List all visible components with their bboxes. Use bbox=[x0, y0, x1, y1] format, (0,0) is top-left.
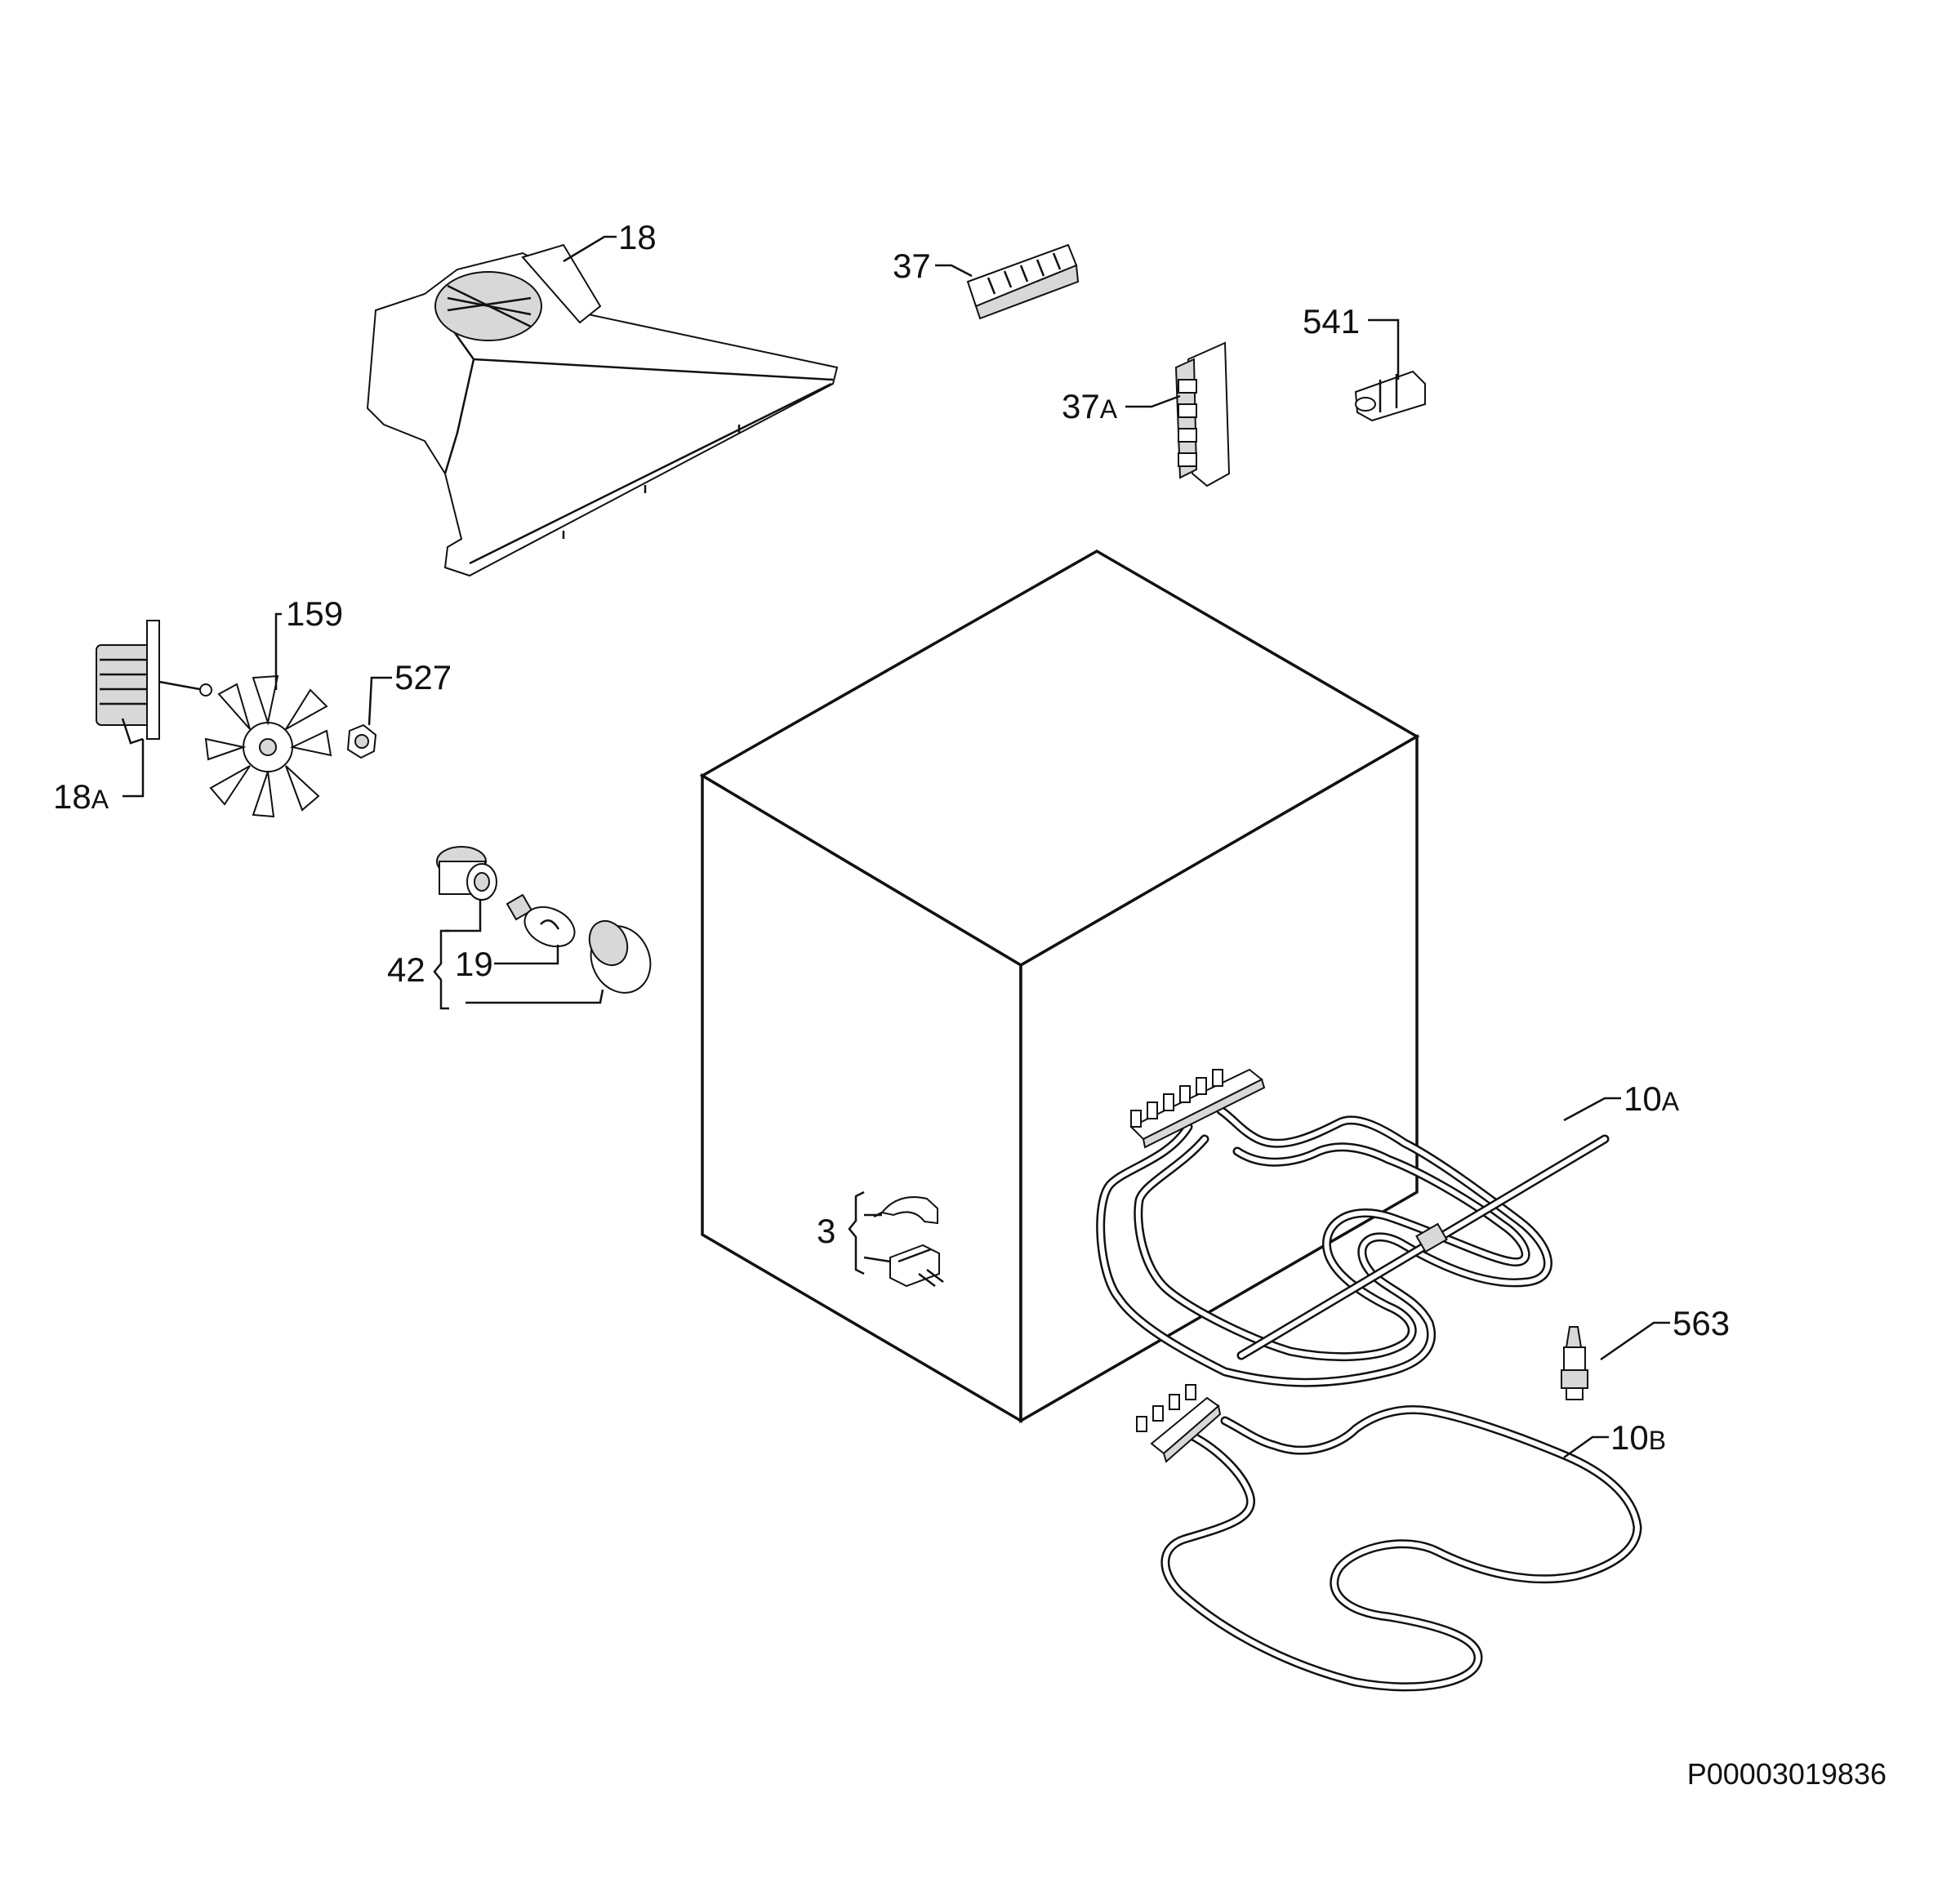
label-37a-suffix: A bbox=[1100, 394, 1118, 424]
oven-cavity-box bbox=[699, 549, 1420, 1424]
part-10b-bottom-heating-element bbox=[1136, 1384, 1642, 1692]
part-541-door-switch bbox=[1354, 370, 1426, 422]
leader-159 bbox=[274, 612, 282, 690]
leader-10a bbox=[1563, 1097, 1621, 1122]
part-10a-top-heating-element bbox=[1096, 1068, 1610, 1387]
part-10a-terminal-plate bbox=[1129, 1068, 1266, 1149]
leader-18 bbox=[563, 235, 617, 263]
label-10b-suffix: B bbox=[1649, 1426, 1666, 1455]
part-10b-terminal-plate bbox=[1136, 1384, 1222, 1463]
label-42: 42 bbox=[387, 950, 425, 989]
brace-3 bbox=[848, 1191, 865, 1275]
part-42-lamp-cover bbox=[588, 919, 652, 994]
label-563: 563 bbox=[1673, 1304, 1730, 1342]
part-37a-terminal-strip bbox=[1174, 341, 1231, 487]
leader-563 bbox=[1600, 1321, 1670, 1361]
label-37: 37 bbox=[893, 247, 931, 285]
label-527: 527 bbox=[394, 658, 452, 696]
label-19: 19 bbox=[455, 945, 493, 983]
leader-541 bbox=[1368, 318, 1400, 380]
leader-3-lower bbox=[863, 1256, 891, 1263]
part-3-clip-lower bbox=[889, 1244, 944, 1288]
leader-527 bbox=[368, 676, 392, 726]
label-18a: 18A bbox=[53, 777, 109, 816]
part-159-fan-impeller bbox=[204, 674, 332, 818]
leader-42-cover bbox=[466, 989, 604, 1004]
leader-37a bbox=[1125, 394, 1181, 408]
part-37-terminal-block bbox=[966, 243, 1080, 320]
leader-37 bbox=[935, 264, 973, 278]
part-18a-fan-motor bbox=[96, 620, 212, 745]
part-37-terminal-pins bbox=[987, 252, 1062, 295]
leader-42-holder bbox=[445, 900, 482, 932]
label-10a: 10A bbox=[1624, 1079, 1680, 1118]
label-3: 3 bbox=[817, 1212, 835, 1250]
part-42-lamp-holder bbox=[436, 846, 497, 901]
label-10a-number: 10 bbox=[1624, 1079, 1662, 1118]
part-563-temperature-sensor bbox=[1561, 1326, 1588, 1400]
part-527-nut bbox=[346, 723, 377, 759]
part-19-lamp-bulb bbox=[506, 893, 576, 948]
leader-19 bbox=[494, 945, 559, 965]
label-18a-number: 18 bbox=[53, 777, 91, 816]
leader-10b bbox=[1563, 1435, 1609, 1459]
label-37a-number: 37 bbox=[1062, 387, 1100, 425]
brace-42 bbox=[433, 929, 449, 1010]
label-18a-suffix: A bbox=[91, 785, 109, 814]
label-159: 159 bbox=[286, 594, 343, 633]
part-18-fan-cover bbox=[366, 243, 839, 577]
part-18-roller-grill bbox=[434, 271, 542, 341]
label-18: 18 bbox=[618, 218, 657, 256]
label-10b: 10B bbox=[1610, 1418, 1666, 1457]
label-10a-suffix: A bbox=[1662, 1087, 1680, 1116]
diagram-reference-code: P00003019836 bbox=[1687, 1757, 1886, 1791]
label-541: 541 bbox=[1303, 302, 1360, 340]
label-10b-number: 10 bbox=[1610, 1418, 1649, 1457]
label-37a: 37A bbox=[1062, 387, 1118, 425]
leader-18a bbox=[122, 739, 145, 798]
